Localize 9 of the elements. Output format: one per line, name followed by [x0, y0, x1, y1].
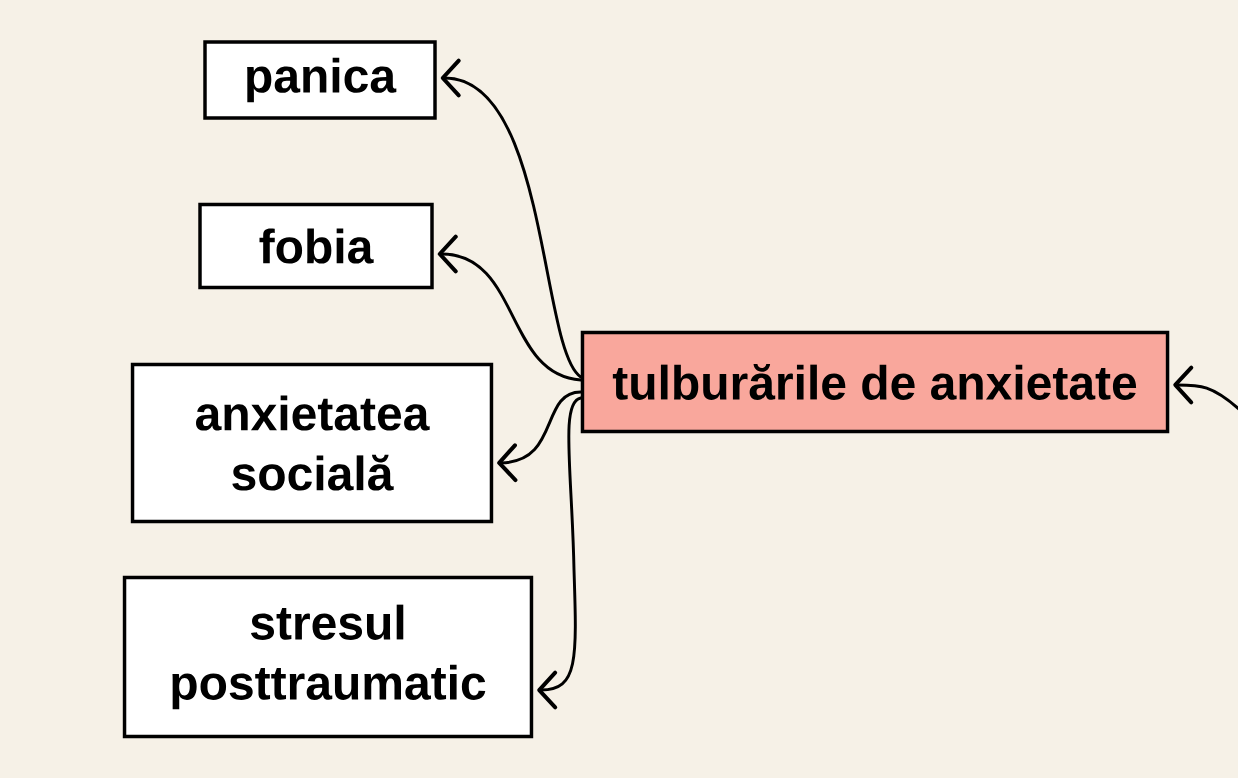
topic-box: fobia — [198, 202, 434, 290]
arrow — [497, 390, 583, 482]
arrow — [440, 58, 583, 379]
topic-box: anxietatea socială — [130, 362, 494, 524]
topic-box: panica — [203, 40, 437, 120]
arrow — [437, 234, 583, 382]
topic-box: stresul posttraumatic — [122, 575, 534, 739]
central-topic-box: tulburările de anxietate — [580, 330, 1170, 434]
arrow — [537, 396, 583, 710]
